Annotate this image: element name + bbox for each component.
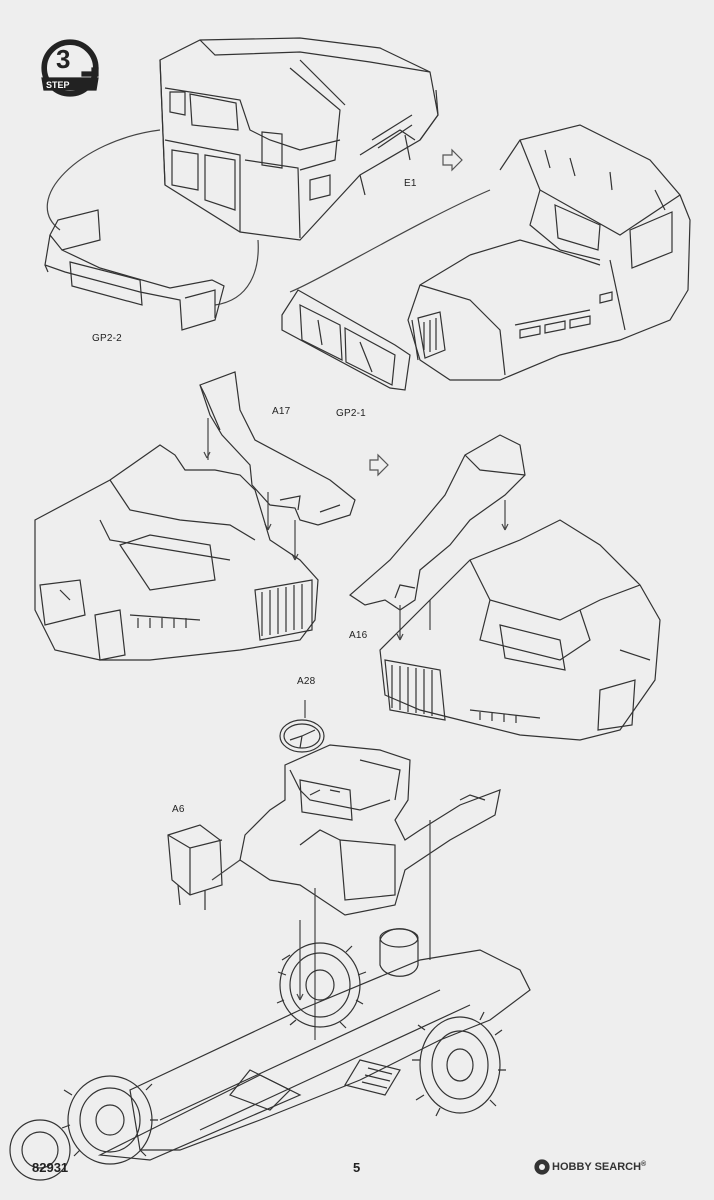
watermark-logo [534,1159,550,1175]
gp2-2-part [44,209,225,331]
part-label-a17: A17 [272,406,291,417]
dashboard-drawing [239,744,501,916]
chassis-drawing [97,928,531,1161]
interior-left-drawing [34,444,319,661]
part-label-gp2-1: GP2-1 [336,408,366,419]
watermark-label: HOBBY SEARCH [552,1161,642,1173]
step-word: STEP [46,80,70,90]
wheels-drawing [9,942,506,1181]
part-label-a28: A28 [297,676,316,687]
part-label-gp2-2: GP2-2 [92,333,122,344]
interior-right-drawing [379,519,661,741]
watermark-text: HOBBY SEARCH® [552,1161,646,1173]
a28-part [279,719,325,753]
cab-left-drawing [159,37,439,241]
a6-part [167,824,223,910]
part-label-a6: A6 [172,804,185,815]
a16-part [349,434,526,611]
part-label-e1: E1 [404,178,417,189]
watermark-registered-mark: ® [641,1161,647,1168]
gp2-1-part [281,289,411,391]
part-label-a16: A16 [349,630,368,641]
step-badge [41,39,99,97]
a17-part [199,371,356,526]
step-number: 3 [56,44,71,74]
kit-code: 82931 [32,1160,69,1175]
page-number: 5 [353,1160,361,1175]
cab-right-drawing [407,124,691,381]
